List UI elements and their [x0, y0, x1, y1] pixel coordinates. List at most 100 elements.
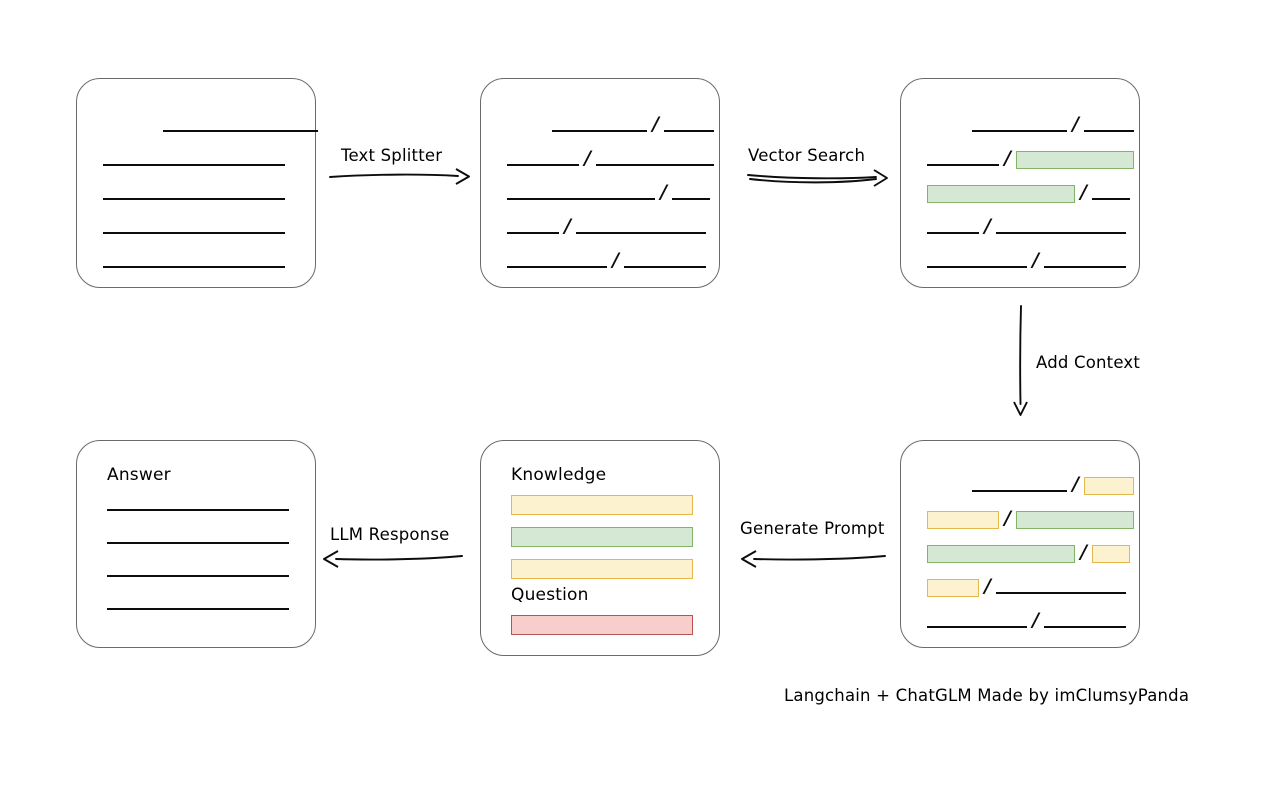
text-row: / [927, 215, 1126, 237]
text-line-segment [163, 130, 318, 132]
highlight-chip-green [927, 185, 1075, 203]
arrow-generate-prompt-label: Generate Prompt [740, 519, 885, 538]
text-row [103, 113, 318, 135]
text-row: / [927, 575, 1126, 597]
question-bars [511, 615, 693, 641]
add-context-arrow-icon [1013, 305, 1028, 416]
text-line-segment [927, 164, 999, 166]
chunk-separator-slash: / [1032, 609, 1039, 631]
arrow-add-context-label: Add Context [1036, 353, 1141, 372]
text-line-segment [995, 592, 1126, 594]
text-line-segment [507, 232, 559, 234]
knowledge-bar-green [511, 527, 693, 547]
text-row: / [927, 507, 1134, 529]
text-row: / [927, 113, 1134, 135]
chunk-separator-slash: / [612, 249, 619, 271]
text-line-segment [663, 130, 714, 132]
chunk-separator-slash: / [1080, 181, 1087, 203]
arrow-vector-search [747, 165, 888, 191]
answer-text-line [107, 542, 289, 544]
answer-text-line [107, 608, 289, 610]
text-row: / [507, 113, 714, 135]
answer-box[interactable]: Answer [76, 440, 316, 648]
row-indent [103, 134, 163, 135]
vector-search-arrow-icon [747, 169, 888, 187]
chunk-separator-slash: / [564, 215, 571, 237]
text-line-segment [671, 198, 710, 200]
arrow-text-splitter-label: Text Splitter [341, 146, 443, 165]
text-line-segment [103, 266, 285, 268]
text-line-segment [927, 266, 1027, 268]
knowledge-label: Knowledge [511, 465, 607, 485]
text-row: / [927, 541, 1130, 563]
arrow-vector-search-label: Vector Search [748, 146, 866, 165]
chunk-separator-slash: / [1004, 507, 1011, 529]
text-row: / [927, 609, 1126, 631]
highlight-chip-green [927, 545, 1075, 563]
text-row: / [507, 147, 714, 169]
knowledge-bar-yellow [511, 559, 693, 579]
text-line-segment [507, 198, 655, 200]
chunk-separator-slash: / [652, 113, 659, 135]
arrow-llm-response [322, 548, 463, 572]
arrow-llm-response-label: LLM Response [330, 525, 450, 544]
text-splitter-arrow-icon [329, 168, 470, 185]
arrow-generate-prompt [740, 548, 886, 572]
text-line-segment [103, 198, 285, 200]
text-line-segment [595, 164, 714, 166]
highlight-chip-green [1015, 511, 1134, 529]
text-line-segment [1043, 266, 1126, 268]
text-line-segment [927, 626, 1027, 628]
arrow-text-splitter [329, 165, 470, 189]
knowledge-bar-yellow [511, 495, 693, 515]
chunk-separator-slash: / [1080, 541, 1087, 563]
split-chunks-box[interactable]: / / / / / [480, 78, 720, 288]
text-line-segment [103, 232, 285, 234]
text-row [103, 215, 285, 237]
text-row: / [507, 215, 706, 237]
text-line-segment [972, 490, 1067, 492]
highlight-chip-green [1015, 151, 1134, 169]
chunk-separator-slash: / [1072, 473, 1079, 495]
chunk-separator-slash: / [984, 215, 991, 237]
text-line-segment [103, 164, 285, 166]
row-indent [927, 134, 972, 135]
text-row [103, 249, 285, 271]
text-row: / [507, 181, 710, 203]
text-row: / [927, 181, 1130, 203]
matched-chunks-box[interactable]: / / / / / [900, 78, 1140, 288]
text-row: / [507, 249, 706, 271]
answer-label: Answer [107, 465, 171, 485]
row-indent [507, 134, 552, 135]
text-line-segment [1043, 626, 1126, 628]
text-line-segment [623, 266, 706, 268]
generate-prompt-arrow-icon [741, 550, 886, 568]
footer-credit: Langchain + ChatGLM Made by imClumsyPand… [784, 686, 1190, 705]
prompt-box[interactable]: Knowledge Question [480, 440, 720, 656]
context-chunks-box[interactable]: / / / / / [900, 440, 1140, 648]
text-line-segment [552, 130, 647, 132]
text-row [103, 181, 285, 203]
row-indent [927, 494, 972, 495]
text-line-segment [972, 130, 1067, 132]
chunk-separator-slash: / [1032, 249, 1039, 271]
text-row: / [927, 249, 1126, 271]
text-row [103, 147, 285, 169]
chunk-separator-slash: / [1004, 147, 1011, 169]
text-row: / [927, 473, 1134, 495]
source-document-box[interactable] [76, 78, 318, 288]
question-label: Question [511, 585, 589, 605]
text-line-segment [1083, 130, 1134, 132]
text-line-segment [507, 266, 607, 268]
answer-text-line [107, 575, 289, 577]
text-line-segment [995, 232, 1126, 234]
text-line-segment [927, 232, 979, 234]
text-line-segment [1091, 198, 1130, 200]
chunk-separator-slash: / [984, 575, 991, 597]
text-line-segment [507, 164, 579, 166]
answer-text-line [107, 509, 289, 511]
chunk-separator-slash: / [1072, 113, 1079, 135]
text-row: / [927, 147, 1134, 169]
knowledge-bars [511, 495, 693, 591]
